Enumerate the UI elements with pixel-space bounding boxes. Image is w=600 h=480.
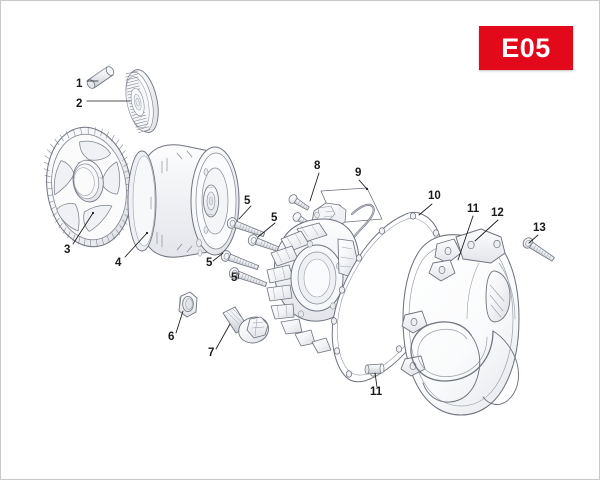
callout-label-8: 8 xyxy=(314,160,321,172)
callout-label-7: 7 xyxy=(208,347,215,359)
callout-label-5d: 5 xyxy=(231,272,238,284)
callout-label-10: 10 xyxy=(428,190,441,202)
callout-label-6: 6 xyxy=(168,331,175,343)
callout-label-4: 4 xyxy=(115,257,122,269)
part-dowel-pin xyxy=(86,63,115,89)
callout-label-1: 1 xyxy=(76,78,83,90)
callout-label-11b: 11 xyxy=(370,386,383,398)
part-starter-ring-gear xyxy=(43,126,133,248)
callout-label-2: 2 xyxy=(76,98,83,110)
part-flywheel-flange-bolt xyxy=(222,306,269,344)
leader-endpoints xyxy=(91,187,369,235)
callout-label-5a: 5 xyxy=(244,195,251,207)
part-dowel-pin-cover-lower xyxy=(364,363,385,375)
page-code-label: E05 xyxy=(501,32,551,63)
part-flywheel-rotor xyxy=(127,144,240,258)
callout-label-12: 12 xyxy=(491,207,504,219)
part-cover-cap-screw xyxy=(522,237,555,262)
part-engine-left-cover xyxy=(400,228,520,416)
leader-lines xyxy=(72,80,539,388)
callout-label-3: 3 xyxy=(64,244,71,256)
callout-label-5b: 5 xyxy=(271,212,278,224)
part-lock-washer-nut xyxy=(178,291,198,318)
part-starter-idle-gear xyxy=(125,69,159,133)
callout-label-11a: 11 xyxy=(467,203,480,215)
flange-bolt-3 xyxy=(219,248,261,274)
page-code-badge: E05 xyxy=(479,26,573,70)
part-stator-assembly xyxy=(266,187,383,354)
callout-label-9: 9 xyxy=(355,167,362,179)
stator-coils xyxy=(266,218,360,354)
callout-label-5c: 5 xyxy=(206,257,213,269)
callout-label-13: 13 xyxy=(533,222,546,234)
